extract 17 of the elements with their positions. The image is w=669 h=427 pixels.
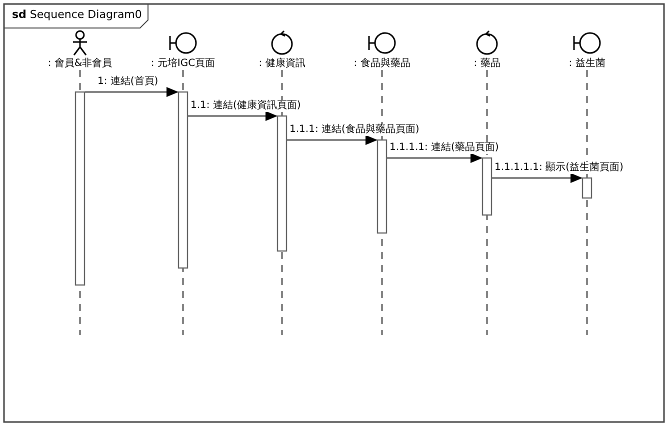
lifeline-name: : 藥品	[474, 56, 500, 70]
message-arrow	[84, 87, 179, 97]
lifeline-name: : 元培IGC頁面	[150, 56, 216, 70]
message-arrow	[491, 173, 583, 183]
message-label: 1.1.1.1: 連結(藥品頁面)	[388, 142, 500, 154]
message-arrow	[187, 111, 278, 121]
message-label: 1.1: 連結(健康資訊頁面)	[190, 100, 302, 112]
frame-title: sd Sequence Diagram0	[12, 8, 142, 21]
message-arrow	[286, 135, 378, 145]
lifeline-name: : 健康資訊	[258, 56, 306, 70]
lifeline-name: : 食品與藥品	[354, 56, 410, 70]
lifeline-name: : 會員&非會員	[48, 56, 112, 70]
message-label: 1: 連結(首頁)	[96, 76, 160, 88]
message-arrow	[386, 153, 483, 163]
message-label: 1.1.1.1.1: 顯示(益生菌頁面)	[494, 162, 624, 174]
lifeline-name: : 益生菌	[568, 56, 606, 70]
message-label: 1.1.1: 連結(食品與藥品頁面)	[288, 124, 420, 136]
